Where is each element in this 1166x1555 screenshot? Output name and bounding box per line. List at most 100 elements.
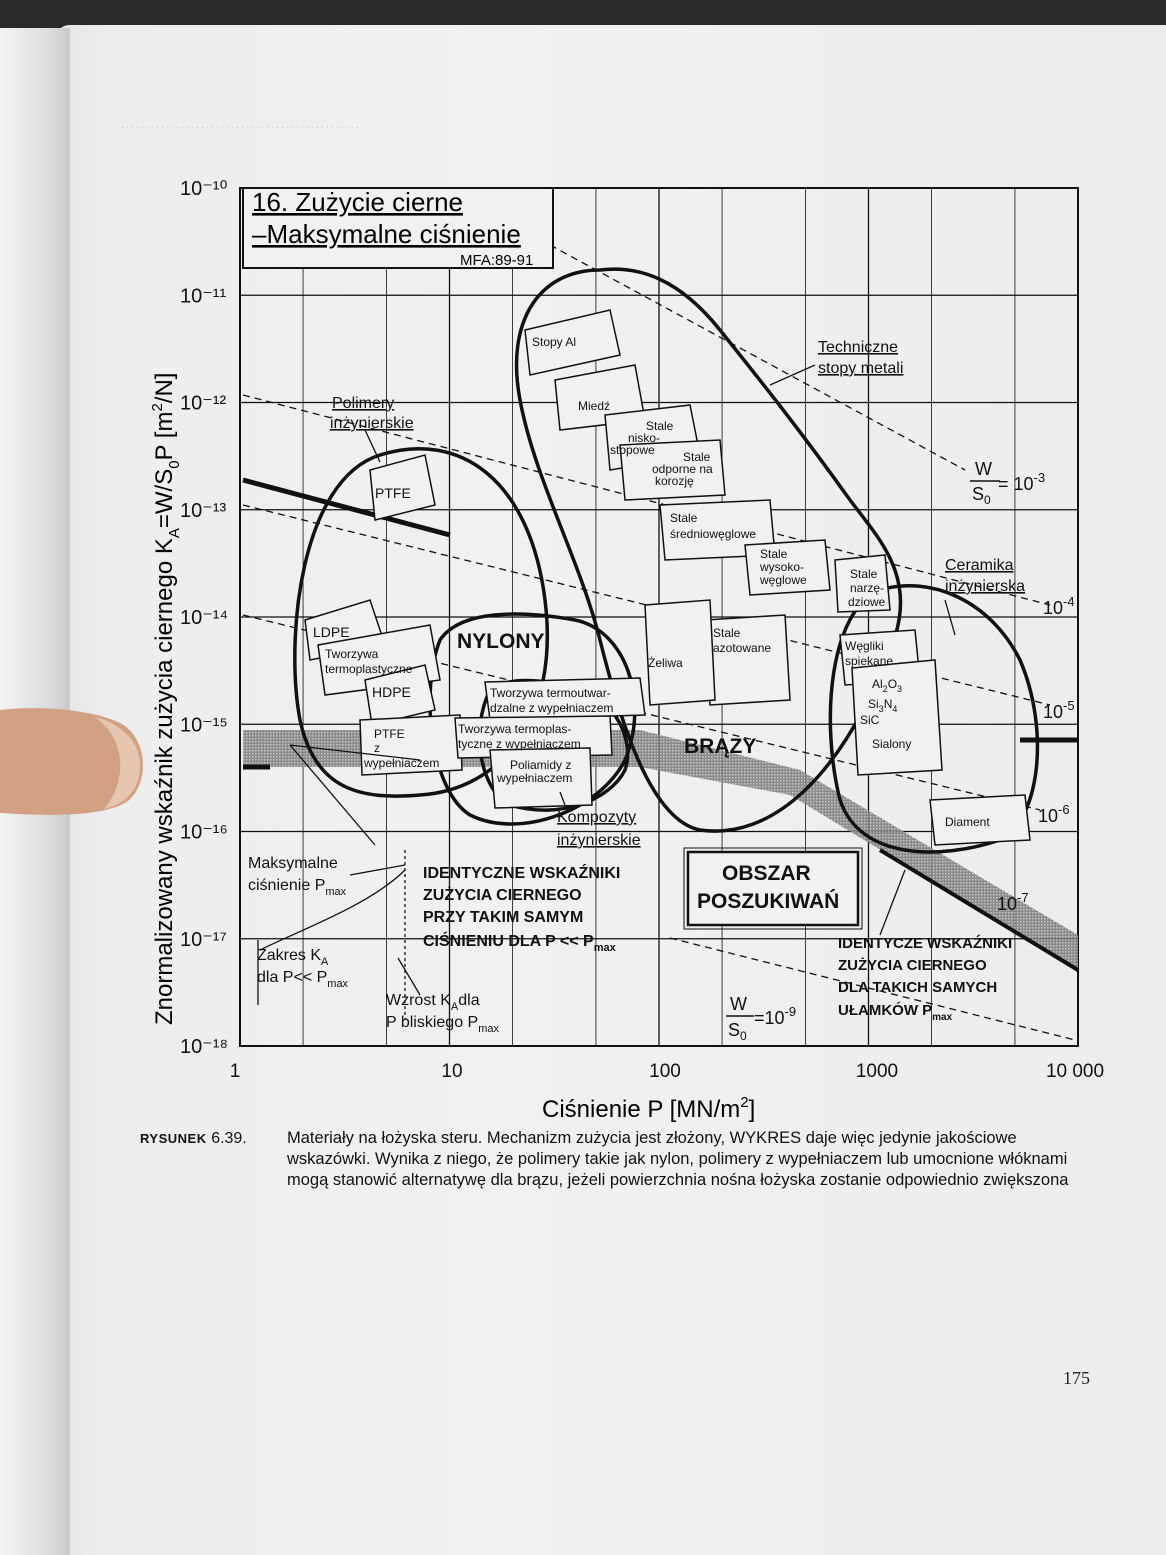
- ann-wzrost-2: P bliskiego Pmax: [386, 1014, 499, 1035]
- pmax-curve: [259, 869, 406, 951]
- ratio-1e-6: 10-6: [1038, 802, 1070, 826]
- bubble-snz: [834, 554, 891, 613]
- ratio-1e-9-val: =10-9: [754, 1004, 796, 1028]
- mat-ldpe: LDPE: [313, 624, 350, 640]
- ann-obszar-1: OBSZAR: [722, 862, 811, 885]
- mat-sw-1: Stale: [760, 547, 788, 561]
- leader-nylony-1: [289, 744, 376, 846]
- figure-caption: RYSUNEK 6.39. Materiały na łożyska steru…: [140, 1128, 1100, 1189]
- ann-zakres-2: dla P<< Pmax: [257, 969, 349, 990]
- mat-so-1: Stale: [683, 450, 711, 464]
- mat-sin: Si3N4: [868, 697, 897, 714]
- ratio-1e-7: 10-7: [997, 890, 1029, 914]
- plot-frame: [239, 187, 1079, 1047]
- label-brazy: BRĄZY: [684, 735, 756, 758]
- mat-tp-1: Tworzywa termoplas-: [458, 722, 571, 736]
- ratio-1e-3-W: W: [975, 459, 992, 479]
- bubble-ptfe: [369, 454, 436, 521]
- mat-pa-1: Poliamidy z: [510, 758, 571, 772]
- y-tick-label: 10⁻¹⁶: [180, 822, 228, 844]
- mat-alo: Al2O3: [872, 677, 902, 694]
- leader-ceramika: [944, 599, 956, 636]
- obszar-box: [686, 850, 860, 927]
- y-tick-label: 10⁻¹⁰: [180, 178, 227, 200]
- x-tick-10: 10: [441, 1061, 462, 1082]
- leader-nylony-2: [289, 744, 421, 761]
- mat-snz-3: dziowe: [848, 595, 886, 609]
- mat-sn-2: nisko-: [628, 431, 660, 445]
- bubble-tp: [454, 715, 613, 759]
- ann-identyczne-2: ZUŻYCIA CIERNEGO: [423, 886, 582, 904]
- label-ceramika-2: inżynierska: [945, 578, 1025, 595]
- leader-maksymalne: [349, 864, 406, 876]
- ann-ulamkow-3: DLA TAKICH SAMYCH: [838, 979, 997, 996]
- mat-sn-3: stopowe: [610, 443, 655, 457]
- page-number: 175: [1063, 1368, 1090, 1388]
- ann-zakres-1: Zakres KA: [257, 947, 329, 968]
- ratio-1e-9-S: S0: [728, 1020, 747, 1043]
- leader-techniczne: [769, 364, 816, 386]
- thick-guide-upper: [242, 477, 451, 538]
- ratio-1e-9-W: W: [730, 994, 747, 1014]
- y-tick-labels: 10⁻¹⁸10⁻¹⁷10⁻¹⁶10⁻¹⁵10⁻¹⁴10⁻¹³10⁻¹²10⁻¹¹…: [180, 178, 228, 1058]
- bubble-so: [619, 439, 726, 501]
- mat-ss-1: Stale: [670, 511, 698, 525]
- mat-ptfez-3: wypełniaczem: [363, 756, 439, 770]
- family-labels: Polimery inżynierskie Techniczne stopy m…: [330, 339, 1025, 849]
- bubble-hdpe: [364, 664, 436, 726]
- bubble-diament: [929, 794, 1031, 846]
- thumb: [0, 708, 143, 815]
- mat-ptfez-1: PTFE: [374, 727, 405, 741]
- ratio-labels: W S0 = 10-3 10-4 10-5 10-6 10-7 W S0 =10…: [726, 459, 1075, 1043]
- leader-wzrost: [397, 957, 421, 996]
- ann-identyczne-1: IDENTYCZNE WSKAŹNIKI: [423, 863, 620, 882]
- mat-ss-2: średniowęglowe: [670, 527, 756, 541]
- label-polimery-2: inżynierskie: [330, 415, 414, 432]
- guideline-1e-3: [549, 244, 966, 471]
- leader-ulamkow: [879, 869, 906, 936]
- mat-wg-1: Węgliki: [845, 639, 884, 653]
- ann-ulamkow-2: ZUŻYCIA CIERNEGO: [838, 957, 987, 974]
- ratio-1e-3-val: = 10-3: [998, 470, 1045, 494]
- bubble-tt: [484, 677, 646, 721]
- label-kompozyty-1: Kompozyty: [557, 809, 636, 826]
- mat-sw-2: wysoko-: [759, 560, 804, 574]
- mat-pa-2: wypełniaczem: [496, 771, 572, 785]
- mat-diam: Diament: [945, 815, 990, 829]
- ann-ulamkow-1: IDENTYCZE WSKAŹNIKI: [838, 935, 1012, 952]
- label-ceramika-1: Ceramika: [945, 557, 1014, 574]
- mat-tt-2: dzalne z wypełniaczem: [490, 701, 613, 715]
- x-tick-10000: 10 000: [1046, 1061, 1104, 1082]
- label-polimery-1: Polimery: [332, 395, 394, 412]
- title-box: [242, 187, 554, 269]
- ann-wzrost-1: Wzrost KAdla: [386, 992, 480, 1013]
- mat-sn-1: Stale: [646, 419, 674, 433]
- y-tick-label: 10⁻¹⁸: [180, 1036, 228, 1058]
- mat-snz-1: Stale: [850, 567, 878, 581]
- y-tick-label: 10⁻¹⁷: [180, 929, 227, 951]
- caption-number: 6.39.: [211, 1130, 247, 1147]
- ann-obszar-2: POSZUKIWAŃ: [697, 890, 839, 913]
- show-through-text: ········································…: [120, 120, 360, 136]
- guideline-1e-5: [242, 504, 1051, 706]
- mat-sa-2: azotowane: [713, 641, 771, 655]
- ann-identyczne-3: PRZY TAKIM SAMYM: [423, 909, 583, 926]
- mat-tp-2: tyczne z wypełniaczem: [458, 737, 581, 751]
- material-labels: PTFE LDPE Tworzywa termoplastyczne HDPE …: [313, 335, 990, 829]
- caption-text: Materiały na łożyska steru. Mechanizm zu…: [287, 1129, 1069, 1189]
- mat-hdpe: HDPE: [372, 684, 411, 700]
- mat-sa-1: Stale: [713, 626, 741, 640]
- label-kompozyty-2: inżynierskie: [557, 832, 641, 849]
- y-tick-label: 10⁻¹³: [180, 500, 226, 522]
- ratio-1e-4: 10-4: [1043, 594, 1075, 618]
- envelope-polimery: [293, 446, 550, 798]
- mat-snz-2: narzę-: [850, 581, 884, 595]
- bubble-ceramics: [851, 659, 943, 776]
- bubble-sw: [744, 539, 831, 596]
- chart-title: 16. Zużycie cierne: [252, 187, 463, 217]
- mat-so-3: korozję: [655, 474, 694, 488]
- bubble-ptfe-z: [359, 714, 463, 776]
- ann-identyczne-4: CIŚNIENIU DLA P << Pmax: [423, 931, 617, 954]
- x-tick-100: 100: [649, 1061, 681, 1082]
